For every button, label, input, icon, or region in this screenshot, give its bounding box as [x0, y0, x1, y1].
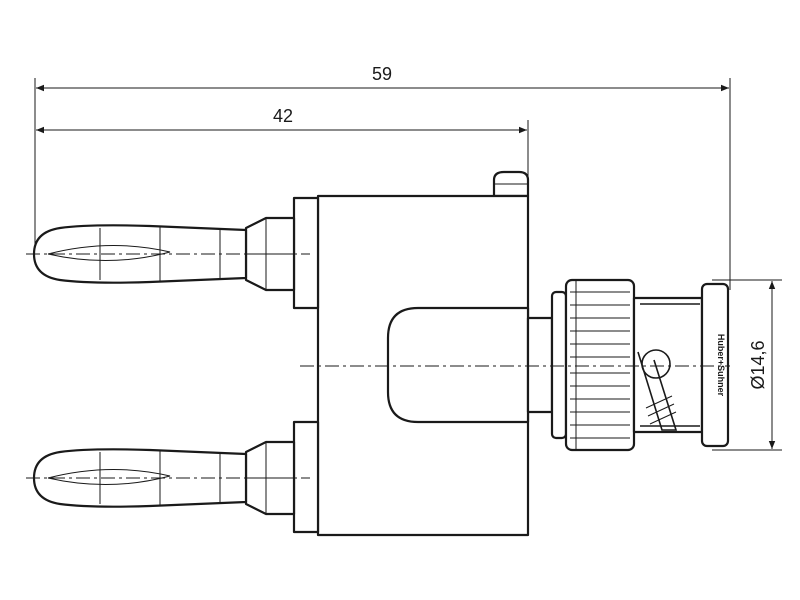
upper-flange: [292, 196, 320, 310]
bnc-front-flange: [700, 282, 730, 448]
bnc-knurl-lines: [570, 280, 630, 450]
banana-plug-lower: [26, 440, 310, 516]
dimension-diameter: Ø14,6: [712, 279, 782, 451]
dimension-body-length: 42: [36, 106, 529, 195]
banana-plug-upper: [26, 216, 310, 292]
insulator-neck: [526, 316, 554, 414]
bnc-bayonet-slot: [637, 351, 678, 431]
upper-pin-spring: [47, 245, 171, 261]
dimension-label-overall: 59: [372, 64, 392, 84]
lower-flange: [292, 420, 320, 534]
dimension-overall-length: 59: [34, 64, 731, 290]
dimension-label-diameter: Ø14,6: [748, 340, 768, 389]
insulator-outline: [386, 306, 530, 424]
bnc-rear-collar: [550, 290, 568, 440]
bnc-slot-hatch: [645, 395, 677, 425]
dimension-label-body: 42: [273, 106, 293, 126]
lower-pin-spring: [47, 469, 171, 485]
bnc-bayonet-sleeve: [632, 296, 704, 434]
inner-insulator: [386, 306, 554, 424]
bnc-connector: Huber+Suhner: [550, 278, 730, 452]
brand-marking: Huber+Suhner: [716, 334, 726, 397]
